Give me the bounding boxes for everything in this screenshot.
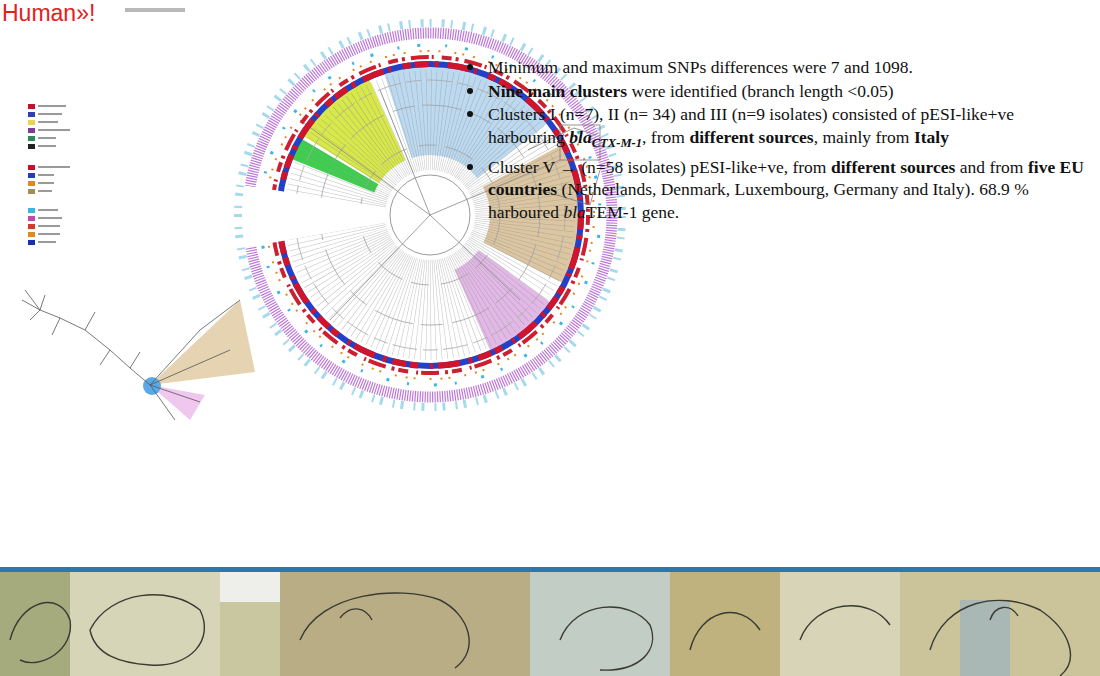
bullet-text: were identified (branch length <0.05) xyxy=(632,81,894,101)
decorative-banner xyxy=(0,567,1100,676)
unrooted-tree xyxy=(22,290,255,420)
heading-box: Human»! xyxy=(2,0,95,27)
bullet-text: , mainly from xyxy=(814,127,910,147)
bullet-text: different sources xyxy=(831,157,955,177)
bullet-text: TEM-1 gene. xyxy=(586,202,679,222)
bullet-text: bla xyxy=(569,127,591,147)
bullet-dot xyxy=(467,64,473,70)
bullet-text: Nine main clusters xyxy=(488,81,627,101)
bullet-text: and from xyxy=(960,157,1024,177)
bullet-item: Cluster V → (n=58 isolates) pESI-like+ve… xyxy=(488,156,1094,224)
tree-legend-swatches xyxy=(28,8,185,245)
bullet-text: Italy xyxy=(914,127,949,147)
bullet-text: bla xyxy=(564,202,586,222)
bullet-text: different sources xyxy=(689,127,813,147)
bullet-item: Minimum and maximum SNPs differences wer… xyxy=(488,56,1094,79)
slide-heading: Human»! xyxy=(2,0,95,26)
bullet-dot xyxy=(467,88,473,94)
bullet-text: CTX-M-1 xyxy=(592,136,642,150)
bullet-item: Nine main clusterswere identified (branc… xyxy=(488,80,1094,103)
bullet-text: , from xyxy=(642,127,685,147)
bullet-text: Cluster V → (n=58 isolates) pESI-like+ve… xyxy=(488,157,826,177)
bullet-text: Minimum and maximum SNPs differences wer… xyxy=(488,57,913,77)
bullet-dot xyxy=(467,164,473,170)
bullet-list: Minimum and maximum SNPs differences wer… xyxy=(488,56,1094,225)
bullet-item: Clusters I (n=7), II (n= 34) and III (n=… xyxy=(488,103,1094,155)
